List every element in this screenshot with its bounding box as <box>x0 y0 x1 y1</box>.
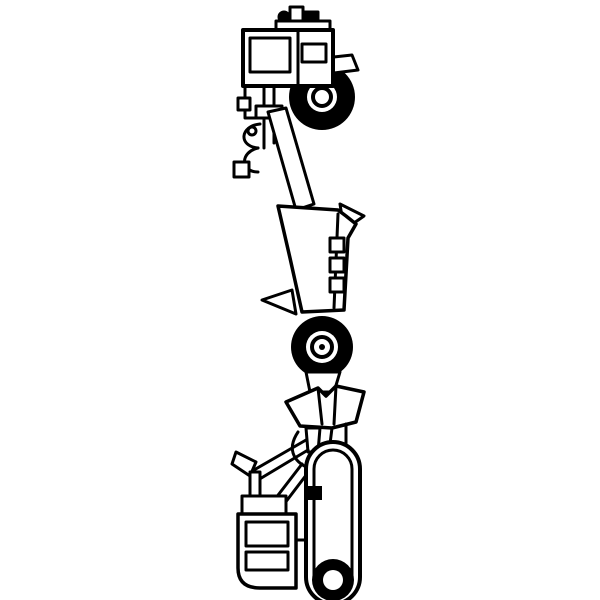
rear-hub-ring <box>310 335 334 359</box>
drum-end-ring <box>312 559 354 600</box>
line-art-root <box>230 5 366 600</box>
drum-ring-inner <box>323 570 343 590</box>
rear-wheel <box>291 316 353 378</box>
cab-window <box>248 36 292 74</box>
panel-square <box>328 256 346 274</box>
rear-axle-dot <box>319 344 325 350</box>
gooseneck-arm <box>266 106 316 212</box>
side-blade <box>260 288 298 316</box>
hitch-block <box>232 160 251 179</box>
hitch-section <box>232 86 316 212</box>
scraper-section <box>230 384 366 600</box>
engine-panel <box>300 42 328 64</box>
tank-cap <box>240 494 288 516</box>
tank-panel <box>244 520 290 548</box>
panel-square <box>328 276 346 294</box>
drum-latch <box>308 486 322 500</box>
gooseneck-section <box>260 202 366 316</box>
hopper-rib <box>316 386 324 426</box>
step-bracket <box>236 96 252 112</box>
frame-brace <box>252 438 308 472</box>
hopper-rib <box>332 384 338 426</box>
frame-brace <box>256 448 310 482</box>
panel-square <box>328 236 346 254</box>
tank-panel <box>244 550 290 572</box>
tractor-section <box>236 5 360 130</box>
hydraulic-hose <box>242 122 262 150</box>
